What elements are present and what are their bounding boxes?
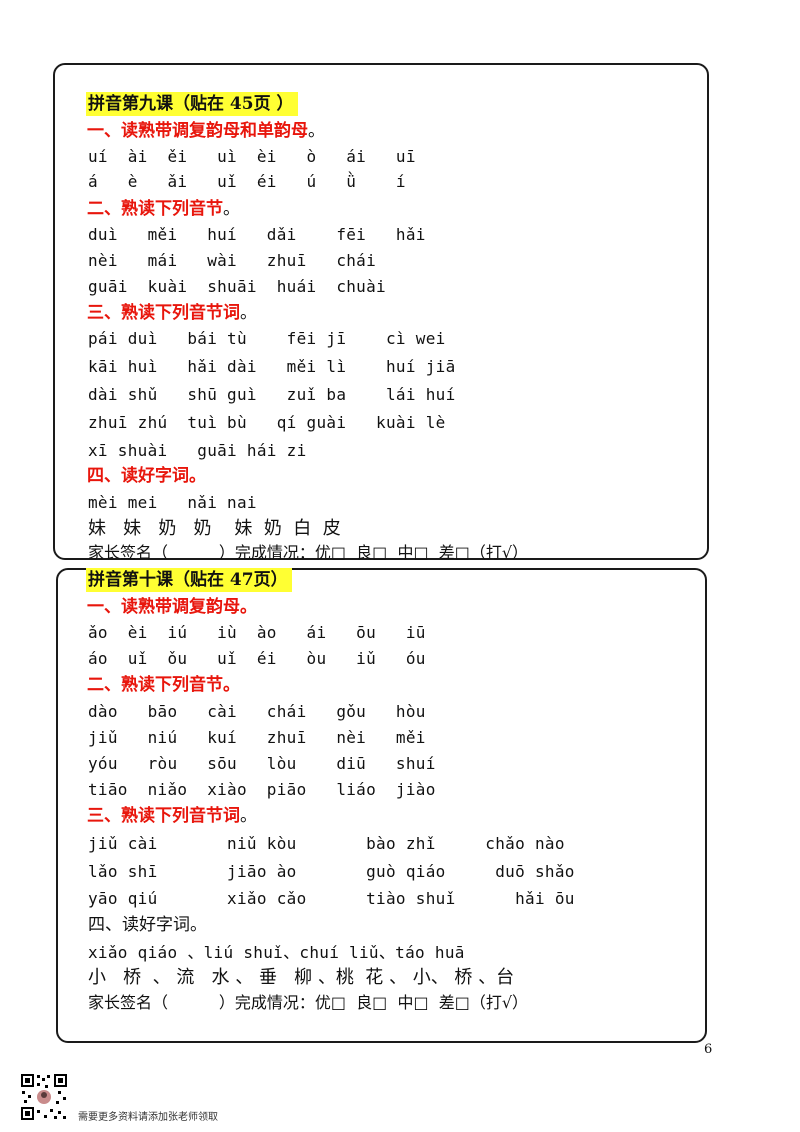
lesson-10-s2-row: dào bāo cài chái gǒu hòu: [88, 702, 426, 721]
lesson-10-section-3-label: 三、熟读下列音节词: [87, 806, 240, 826]
qr-code-icon: [20, 1073, 68, 1121]
lesson-9-s3-row: kāi huì hǎi dài měi lì huí jiā: [88, 357, 456, 376]
lesson-9-section-3-title: 三、熟读下列音节词。: [87, 302, 257, 324]
lesson-10-section-3-tail: 。: [240, 806, 257, 826]
lesson-9-section-2-tail: 。: [223, 199, 240, 219]
lesson-10-s3-row: jiǔ cài niǔ kòu bào zhǐ chǎo nào: [88, 834, 565, 853]
lesson-9-s1-row: á è ǎi uǐ éi ú ǜ í: [88, 172, 406, 191]
lesson-10-s3-row: yāo qiú xiǎo cǎo tiào shuǐ hǎi ōu: [88, 889, 575, 908]
lesson-9-parent-signature: 家长签名（ ）完成情况：优□ 良□ 中□ 差□（打√）: [88, 543, 529, 562]
lesson-9-s2-row: guāi kuài shuāi huái chuài: [88, 277, 386, 296]
lesson-9-frame: [53, 63, 709, 560]
lesson-10-section-3-title: 三、熟读下列音节词。: [87, 805, 257, 827]
lesson-10-section-1-title: 一、读熟带调复韵母。: [87, 597, 257, 617]
lesson-10-s2-row: tiāo niǎo xiào piāo liáo jiào: [88, 780, 436, 799]
lesson-10-section-2-title: 二、熟读下列音节。: [87, 675, 240, 695]
lesson-9-s2-row: nèi mái wài zhuī chái: [88, 251, 377, 270]
lesson-10-title: 拼音第十课（贴在 47页）: [86, 568, 292, 592]
lesson-9-s3-row: pái duì bái tù fēi jī cì wei: [88, 329, 446, 348]
lesson-9-s4-pinyin: mèi mei nǎi nai: [88, 493, 257, 512]
page-number: 6: [704, 1042, 713, 1057]
lesson-9-section-1-label: 一、读熟带调复韵母和单韵母: [87, 121, 308, 141]
lesson-9-section-2-label: 二、熟读下列音节: [87, 199, 223, 219]
lesson-10-s2-row: jiǔ niú kuí zhuī nèi měi: [88, 728, 426, 747]
lesson-10-section-4-title: 四、读好字词。: [88, 915, 207, 935]
lesson-10-s4-characters: 小 桥 、 流 水 、 垂 柳 、桃 花 、 小、 桥 、台: [88, 967, 515, 988]
lesson-9-section-3-tail: 。: [240, 303, 257, 323]
lesson-10-s3-row: lǎo shī jiāo ào guò qiáo duō shǎo: [88, 862, 575, 881]
lesson-10-parent-signature: 家长签名（ ）完成情况：优□ 良□ 中□ 差□（打√）: [88, 993, 529, 1012]
lesson-9-s4-characters: 妹 妹 奶 奶 妹 奶 白 皮: [88, 518, 341, 539]
lesson-9-title: 拼音第九课（贴在 45页 ）: [86, 92, 298, 116]
lesson-9-section-3-label: 三、熟读下列音节词: [87, 303, 240, 323]
lesson-9-s1-row: uí ài ěi uì èi ò ái uī: [88, 147, 416, 166]
lesson-9-s2-row: duì měi huí dǎi fēi hǎi: [88, 225, 426, 244]
lesson-10-s2-row: yóu ròu sōu lòu diū shuí: [88, 754, 436, 773]
footer-note: 需要更多资料请添加张老师领取: [78, 1112, 218, 1123]
lesson-9-section-2-title: 二、熟读下列音节。: [87, 198, 240, 220]
lesson-9-s3-row: zhuī zhú tuì bù qí guài kuài lè: [88, 413, 446, 432]
lesson-9-s3-row: xī shuài guāi hái zi: [88, 441, 307, 460]
lesson-9-section-1-tail: 。: [308, 121, 325, 141]
lesson-9-s3-row: dài shǔ shū guì zuǐ ba lái huí: [88, 385, 456, 404]
lesson-10-frame: [56, 568, 707, 1043]
lesson-10-s4-pinyin: xiǎo qiáo 、liú shuǐ、chuí liǔ、táo huā: [88, 943, 465, 962]
lesson-10-s1-row: ǎo èi iú iù ào ái ōu iū: [88, 623, 426, 642]
lesson-9-section-4-title: 四、读好字词。: [87, 466, 206, 486]
lesson-10-s1-row: áo uǐ ǒu uǐ éi òu iǔ óu: [88, 649, 426, 668]
lesson-9-section-1-title: 一、读熟带调复韵母和单韵母。: [87, 120, 325, 142]
